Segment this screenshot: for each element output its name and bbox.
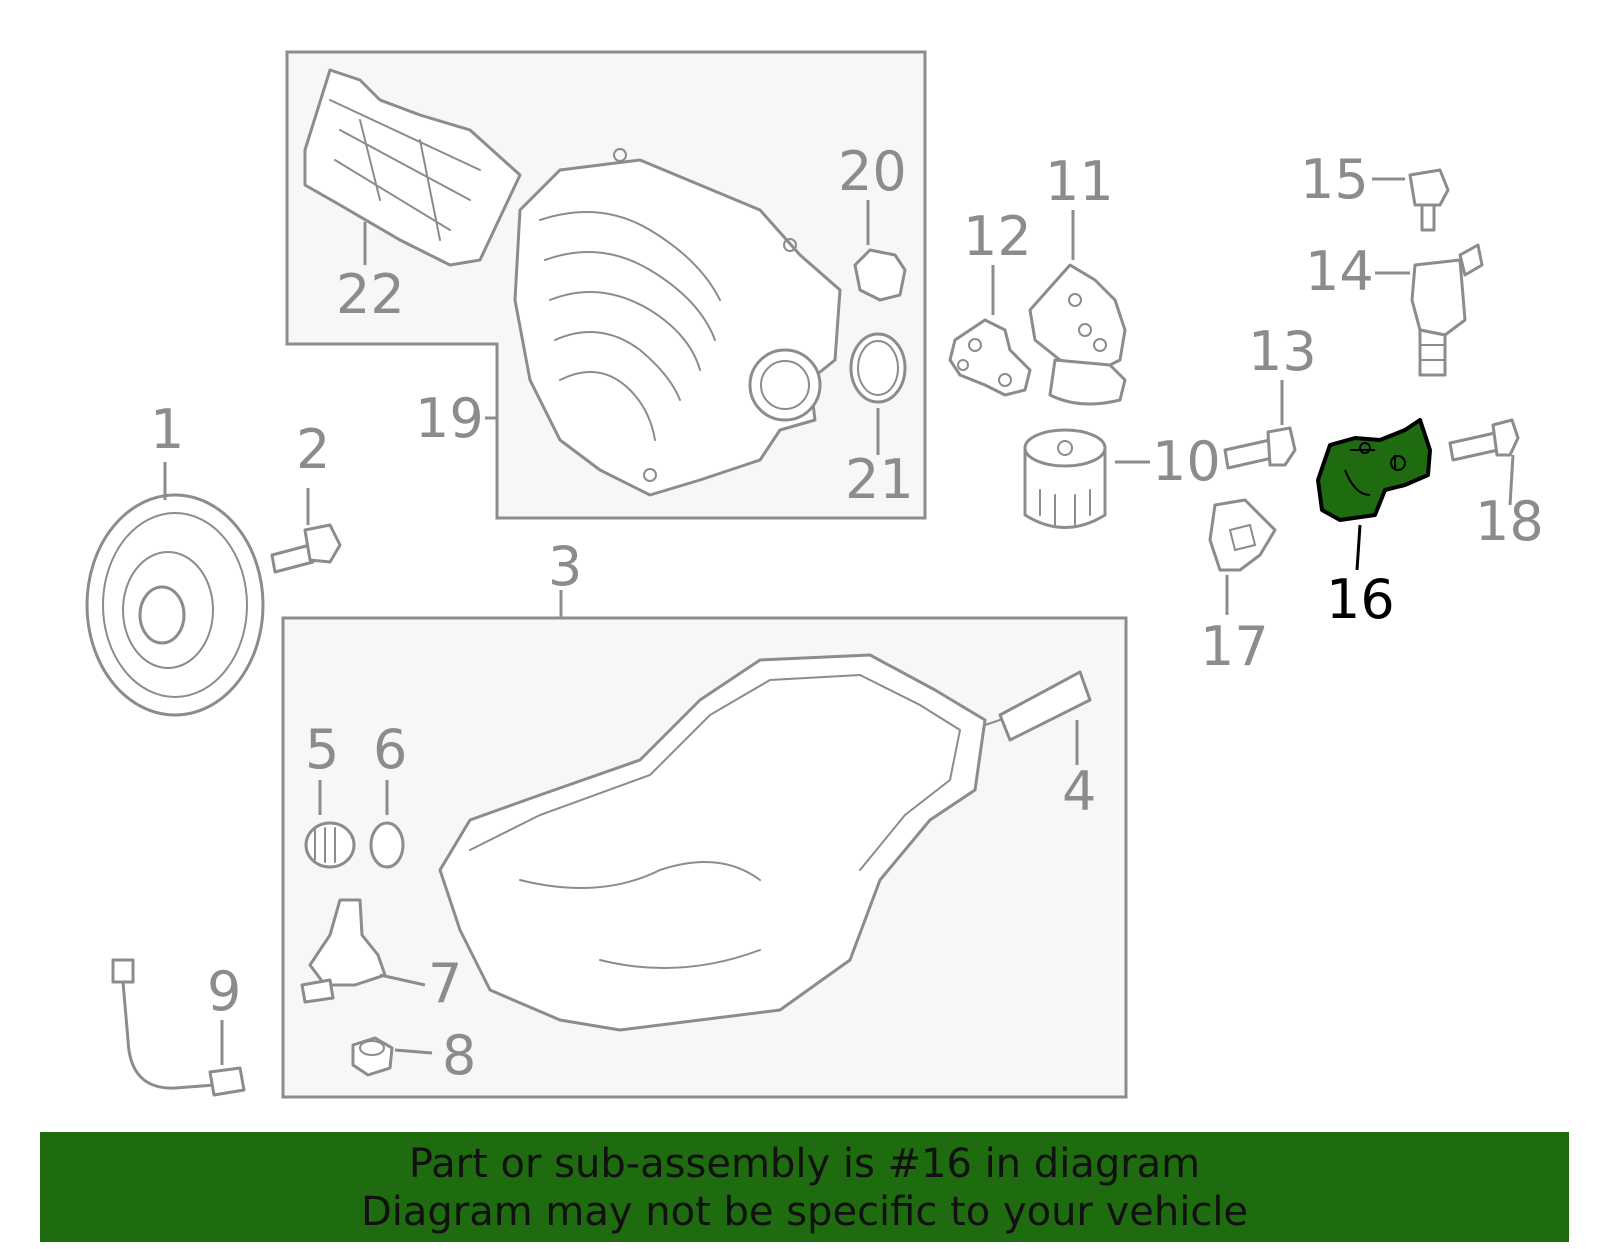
callout-21: 21 [845,448,914,511]
solenoid-part-14 [1410,243,1484,377]
oil-level-sensor-part [300,898,387,1004]
oil-filter-part [1023,428,1107,529]
callout-2: 2 [296,418,330,481]
gasket-part-17 [1208,498,1277,572]
callout-10: 10 [1152,430,1221,493]
callout-5: 5 [305,718,339,781]
intake-manifold-part [513,148,842,497]
wire-harness-part [111,958,246,1097]
callout-13: 13 [1248,320,1317,383]
info-banner: Part or sub-assembly is #16 in diagram D… [40,1132,1569,1242]
lead-18 [1508,454,1515,506]
callout-7: 7 [428,952,462,1015]
lead-16 [1355,524,1362,571]
callout-labels: 1 2 3 4 5 6 7 8 9 10 11 12 13 14 15 16 1… [150,140,1544,1087]
lead-8 [394,1048,433,1055]
callout-6: 6 [373,718,407,781]
callout-8: 8 [442,1024,476,1087]
oil-pan-part [438,653,987,1032]
callout-18: 18 [1475,490,1544,553]
bolt-part-13 [1223,426,1297,470]
highlighted-part-16 [1316,418,1432,522]
dipstick-part [984,670,1092,742]
o-ring-part-21 [849,332,907,404]
bolt-part-18 [1448,418,1520,462]
callout-4: 4 [1062,760,1096,823]
bolt-part-2 [270,523,342,574]
callout-19: 19 [415,387,484,450]
callout-1: 1 [150,398,184,461]
leader-lines [163,177,1515,1065]
crank-pulley-part [85,493,265,717]
o-ring-part-6 [369,821,405,869]
bolt-part-15 [1408,168,1450,232]
lead-7 [379,973,426,987]
heat-shield-part [303,68,522,267]
callout-12: 12 [963,205,1032,268]
callout-20: 20 [838,140,907,203]
callout-9: 9 [207,960,241,1023]
drain-plug-part [351,1036,394,1077]
plug-part-5 [304,821,356,869]
callout-14: 14 [1305,240,1374,303]
callout-22: 22 [336,263,405,326]
callout-16: 16 [1326,568,1395,631]
gasket-part-20 [853,248,907,302]
callout-3: 3 [548,535,582,598]
callout-15: 15 [1300,148,1369,211]
gasket-part-12 [948,318,1032,397]
callout-17: 17 [1200,615,1269,678]
callout-11: 11 [1045,150,1114,213]
oil-filter-housing-part [1028,263,1127,406]
banner-line-2: Diagram may not be specific to your vehi… [360,1189,1249,1235]
banner-line-1: Part or sub-assembly is #16 in diagram [408,1141,1201,1187]
